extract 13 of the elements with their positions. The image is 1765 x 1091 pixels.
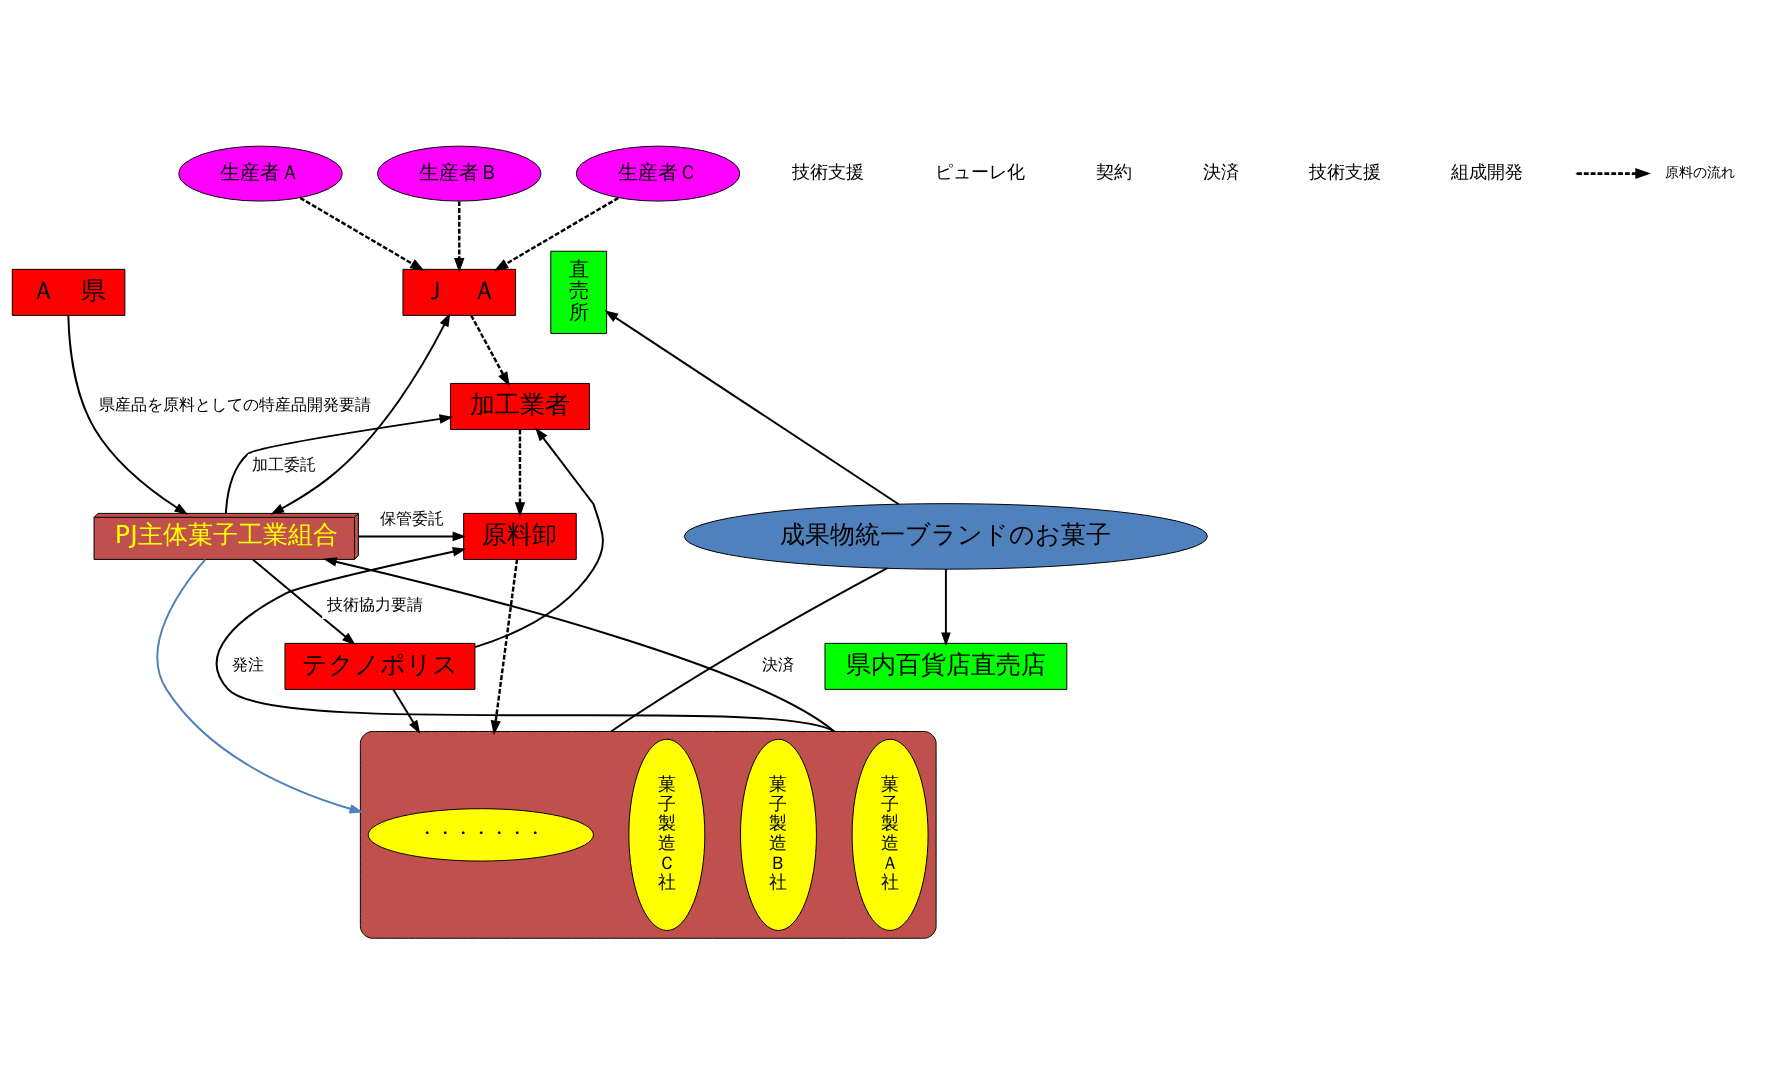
label: 決済 <box>1203 161 1240 182</box>
label: 技術支援 <box>792 161 865 182</box>
legend-label: 原料の流れ <box>1664 163 1735 180</box>
edge-label: 決済 <box>761 654 794 674</box>
label: 組成開発 <box>1451 161 1524 182</box>
label: ピューレ化 <box>935 161 1026 182</box>
edge-label: 加工委託 <box>251 454 316 474</box>
edge-label: 県産品を原料としての特産品開発要請 <box>98 394 371 414</box>
edge-label: 発注 <box>232 654 265 674</box>
edge-label: 保管委託 <box>379 508 444 528</box>
label: 契約 <box>1096 161 1133 182</box>
edge-label: 技術協力要請 <box>326 594 423 614</box>
label: 技術支援 <box>1309 161 1382 182</box>
